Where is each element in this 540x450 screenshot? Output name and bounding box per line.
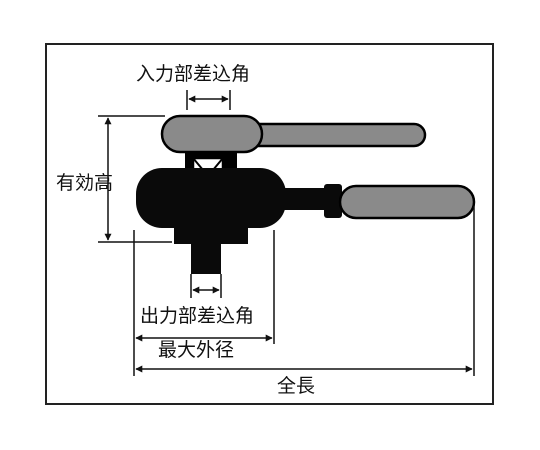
input-square-drive-dimension	[186, 90, 231, 110]
extension-lines	[133, 206, 475, 376]
gear-body	[136, 168, 342, 228]
input-handle	[160, 114, 427, 154]
effective-height-label: 有効高	[56, 172, 113, 194]
max-outer-diameter-label: 最大外径	[158, 339, 234, 361]
output-square-drive	[174, 228, 248, 274]
overall-length-label: 全長	[277, 375, 315, 397]
input-square-drive-label: 入力部差込角	[136, 63, 250, 85]
reaction-arm	[338, 184, 476, 220]
effective-height-dimension	[98, 115, 172, 243]
output-square-drive-dimension	[190, 274, 222, 298]
border	[45, 43, 494, 405]
output-square-drive-label: 出力部差込角	[140, 305, 254, 327]
